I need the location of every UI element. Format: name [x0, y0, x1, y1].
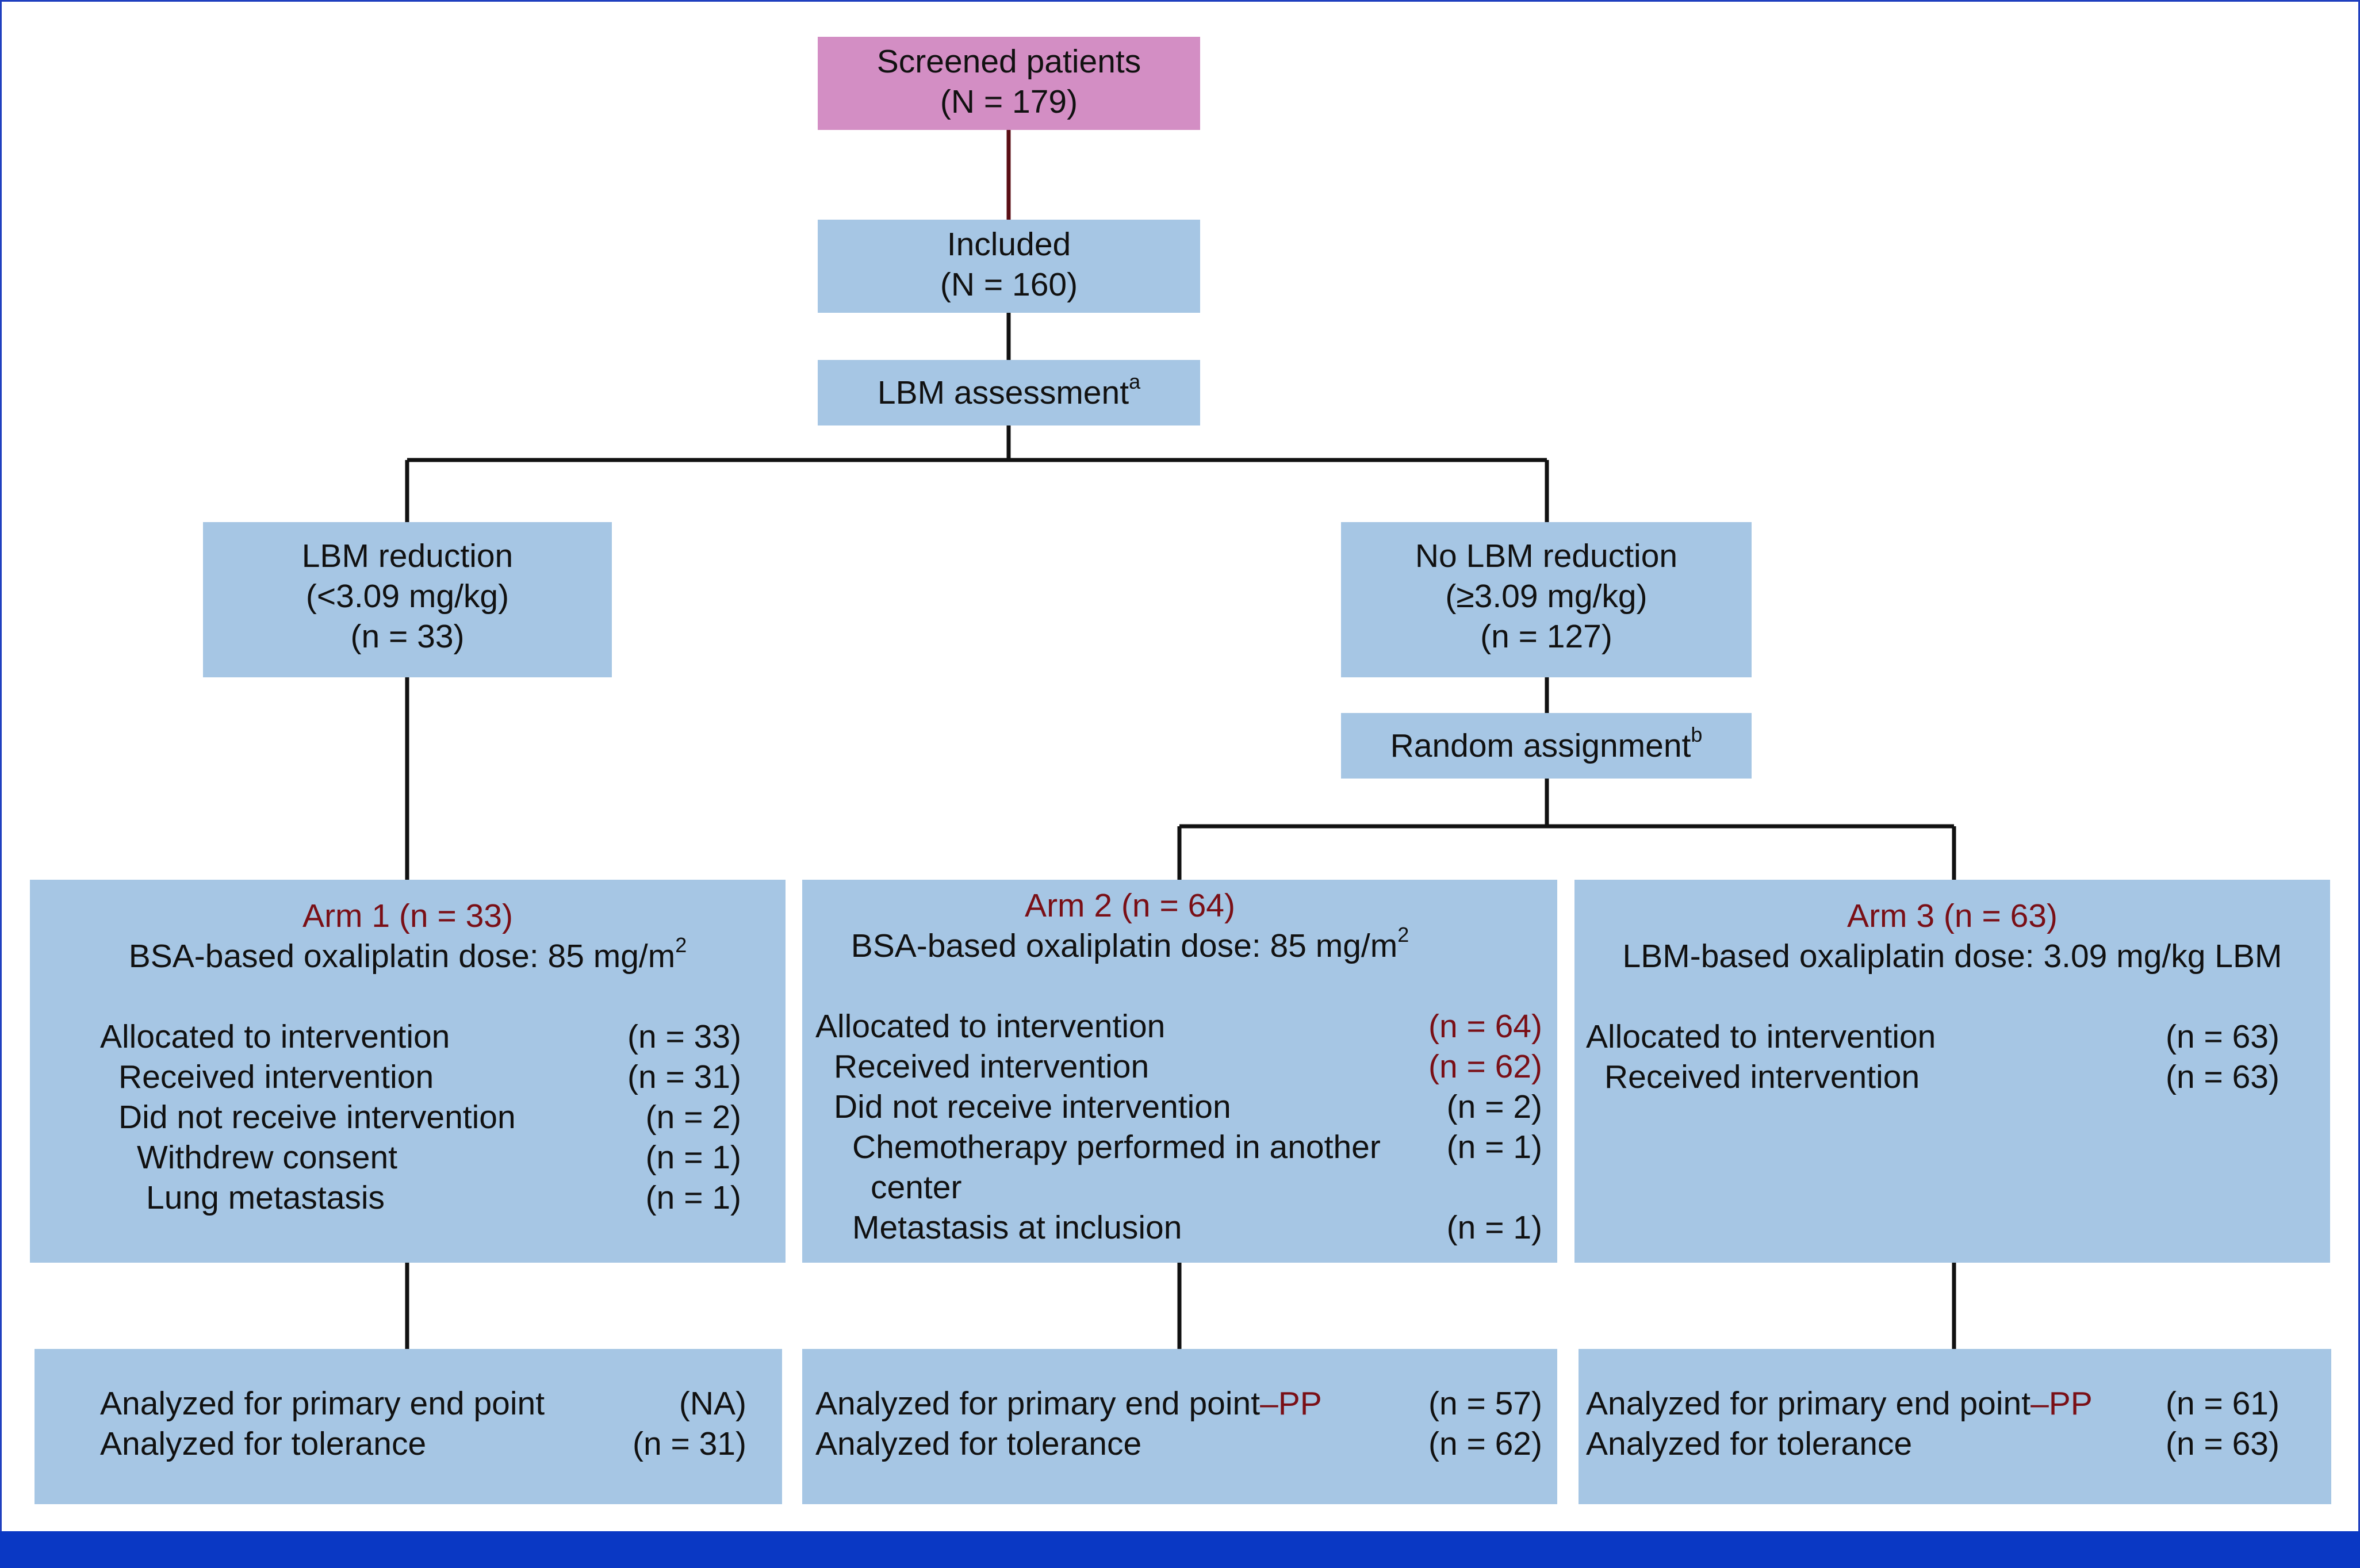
arm2-analysis-primary: Analyzed for primary end point–PP(n = 57… — [815, 1385, 1542, 1422]
arm3-box: Arm 3 (n = 63) LBM-based oxaliplatin dos… — [1574, 880, 2330, 1263]
arm2-row-not-received: Did not receive intervention(n = 2) — [834, 1088, 1542, 1125]
random-assignment-box: Random assignmentb — [1341, 713, 1752, 779]
arm1-row-allocated: Allocated to intervention(n = 33) — [100, 1018, 741, 1055]
arm2-row-allocated: Allocated to intervention(n = 64) — [815, 1008, 1542, 1045]
lbm-assessment-box: LBM assessmenta — [818, 360, 1200, 425]
arm1-analysis-box: Analyzed for primary end point(NA) Analy… — [35, 1349, 782, 1504]
no-lbm-reduction-threshold: (≥3.09 mg/kg) — [1445, 578, 1648, 615]
arm1-row-withdrew: Withdrew consent(n = 1) — [137, 1139, 741, 1176]
lbm-reduction-count: (n = 33) — [350, 618, 465, 655]
arm3-name: Arm 3 — [1847, 898, 1935, 934]
no-lbm-reduction-box: No LBM reduction (≥3.09 mg/kg) (n = 127) — [1341, 522, 1752, 677]
arm1-count: (n = 33) — [399, 898, 513, 934]
lbm-assessment-label: LBM assessmenta — [877, 370, 1141, 412]
arm1-analysis-primary: Analyzed for primary end point(NA) — [100, 1385, 746, 1422]
arm2-analysis-box: Analyzed for primary end point–PP(n = 57… — [802, 1349, 1557, 1504]
arm2-dose: BSA-based oxaliplatin dose: 85 mg/m2 — [850, 923, 1409, 965]
arm2-analysis-tolerance: Analyzed for tolerance(n = 62) — [815, 1425, 1542, 1462]
arm2-name: Arm 2 — [1025, 887, 1113, 924]
arm3-analysis-tolerance: Analyzed for tolerance(n = 63) — [1586, 1425, 2279, 1462]
arm3-count: (n = 63) — [1943, 898, 2058, 934]
arm1-analysis-tolerance: Analyzed for tolerance(n = 31) — [100, 1425, 746, 1462]
arm2-header: Arm 2 (n = 64) — [842, 885, 1417, 926]
lbm-reduction-box: LBM reduction (<3.09 mg/kg) (n = 33) — [203, 522, 612, 677]
screened-count: (N = 179) — [940, 83, 1078, 120]
per-protocol-suffix: –PP — [1260, 1385, 1322, 1422]
no-lbm-reduction-count: (n = 127) — [1480, 618, 1612, 655]
lbm-reduction-title: LBM reduction — [301, 538, 514, 574]
arm2-row-metastasis-inclusion: Metastasis at inclusion(n = 1) — [852, 1209, 1542, 1246]
arm1-row-received: Received intervention(n = 31) — [118, 1059, 741, 1095]
arm1-name: Arm 1 — [302, 898, 390, 934]
footnote-b-marker: b — [1691, 723, 1703, 746]
arm2-row-received: Received intervention(n = 62) — [834, 1048, 1542, 1085]
arm1-box: Arm 1 (n = 33) BSA-based oxaliplatin dos… — [30, 880, 786, 1263]
included-box: Included (N = 160) — [818, 220, 1200, 313]
arm1-row-not-received: Did not receive intervention(n = 2) — [118, 1099, 741, 1136]
footer-band — [0, 1531, 2360, 1568]
footnote-a-marker: a — [1129, 370, 1141, 393]
included-title: Included — [947, 226, 1071, 263]
arm1-dose: BSA-based oxaliplatin dose: 85 mg/m2 — [128, 933, 687, 975]
included-count: (N = 160) — [940, 266, 1078, 303]
screened-patients-box: Screened patients (N = 179) — [818, 37, 1200, 130]
per-protocol-suffix: –PP — [2030, 1385, 2093, 1422]
arm3-dose: LBM-based oxaliplatin dose: 3.09 mg/kg L… — [1622, 938, 2282, 975]
arm3-analysis-primary: Analyzed for primary end point–PP(n = 61… — [1586, 1385, 2279, 1422]
arm2-count: (n = 64) — [1121, 887, 1235, 924]
arm2-row-other-center-cont: center — [871, 1169, 962, 1206]
random-assignment-label: Random assignmentb — [1390, 723, 1703, 765]
arm3-row-received: Received intervention(n = 63) — [1604, 1059, 2279, 1095]
arm3-header: Arm 3 (n = 63) — [1574, 896, 2330, 936]
lbm-reduction-threshold: (<3.09 mg/kg) — [305, 578, 509, 615]
arm2-row-other-center: Chemotherapy performed in another(n = 1) — [852, 1129, 1542, 1166]
screened-title: Screened patients — [876, 43, 1141, 80]
arm1-header: Arm 1 (n = 33) — [30, 896, 786, 936]
arm1-row-lung-metastasis: Lung metastasis(n = 1) — [146, 1179, 741, 1216]
arm3-analysis-box: Analyzed for primary end point–PP(n = 61… — [1579, 1349, 2331, 1504]
arm2-box: Arm 2 (n = 64) BSA-based oxaliplatin dos… — [802, 880, 1557, 1263]
arm3-row-allocated: Allocated to intervention(n = 63) — [1586, 1018, 2279, 1055]
no-lbm-reduction-title: No LBM reduction — [1415, 538, 1678, 574]
